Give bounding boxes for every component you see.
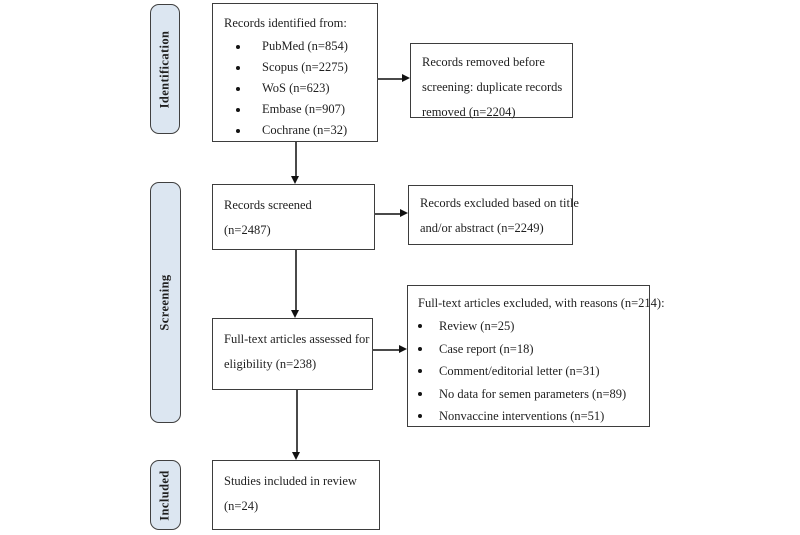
records-screened-box: Records screened (n=2487) [212,184,375,250]
fulltext-assessed-line: eligibility (n=238) [224,357,317,371]
list-item: Nonvaccine interventions (n=51) [418,405,643,428]
connector-identified-to-removed [377,78,404,80]
stage-screening: Screening [150,182,181,423]
arrowhead-down-icon [292,452,300,460]
connector-screened-to-fulltext [295,250,297,311]
bullet-icon [418,346,422,351]
studies-included-line: Studies included in review [224,474,357,488]
bullet-icon [236,44,240,49]
source-cochrane: Cochrane (n=32) [262,123,348,137]
bullet-icon [236,128,240,133]
arrowhead-right-icon [402,74,410,82]
records-identified-title: Records identified from: [224,16,347,30]
source-wos: WoS (n=623) [262,81,330,95]
list-item: WoS (n=623) [224,78,371,99]
stage-identification-label: Identification [157,30,172,108]
connector-fulltext-to-reasons [372,349,401,351]
stage-screening-label: Screening [158,274,172,331]
list-item: Cochrane (n=32) [224,120,371,141]
fulltext-assessed-box: Full-text articles assessed for eligibil… [212,318,373,390]
reason-comment: Comment/editorial letter (n=31) [439,364,600,378]
list-item: Embase (n=907) [224,99,371,120]
fulltext-assessed-line: Full-text articles assessed for [224,332,370,346]
records-excluded-line: and/or abstract (n=2249) [420,221,544,235]
records-removed-line: Records removed before [422,55,545,69]
connector-fulltext-to-included [296,390,298,453]
fulltext-excluded-box: Full-text articles excluded, with reason… [407,285,665,428]
bullet-icon [418,414,422,419]
records-removed-line: screening: duplicate records [422,80,563,94]
list-item: Scopus (n=2275) [224,57,371,78]
connector-screened-to-excluded [374,213,402,215]
reason-case-report: Case report (n=18) [439,341,534,356]
records-excluded-line: Records excluded based on title [420,196,579,210]
records-identified-box: Records identified from: PubMed (n=854) … [212,3,378,142]
stage-included: Included [150,460,181,530]
studies-included-line: (n=24) [224,499,259,513]
bullet-icon [418,391,422,396]
list-item: PubMed (n=854) [224,36,371,57]
studies-included-box: Studies included in review (n=24) [212,460,380,530]
records-excluded-box: Records excluded based on title and/or a… [408,185,579,245]
records-screened-line: (n=2487) [224,223,271,237]
reason-nonvaccine: Nonvaccine interventions (n=51) [439,409,605,423]
bullet-icon [236,107,240,112]
fulltext-excluded-title: Full-text articles excluded, with reason… [418,296,665,310]
records-removed-line: removed (n=2204) [422,105,516,119]
records-screened-line: Records screened [224,198,312,212]
bullet-icon [236,65,240,70]
arrowhead-down-icon [291,176,299,184]
bullet-icon [236,86,240,91]
list-item: No data for semen parameters (n=89) [418,383,643,406]
arrowhead-right-icon [400,209,408,217]
list-item: Review (n=25) [418,315,643,338]
arrowhead-right-icon [399,345,407,353]
stage-identification: Identification [150,4,180,134]
connector-identified-to-screened [295,142,297,177]
bullet-icon [418,324,422,329]
list-item: Case report (n=18) [418,338,643,361]
list-item: Comment/editorial letter (n=31) [418,360,643,383]
source-embase: Embase (n=907) [262,102,346,116]
records-removed-box: Records removed before screening: duplic… [410,43,573,119]
source-pubmed: PubMed (n=854) [262,39,348,53]
stage-included-label: Included [158,469,173,521]
reason-no-data: No data for semen parameters (n=89) [439,386,627,401]
source-scopus: Scopus (n=2275) [262,60,348,74]
reason-review: Review (n=25) [439,319,515,333]
arrowhead-down-icon [291,310,299,318]
bullet-icon [418,369,422,374]
